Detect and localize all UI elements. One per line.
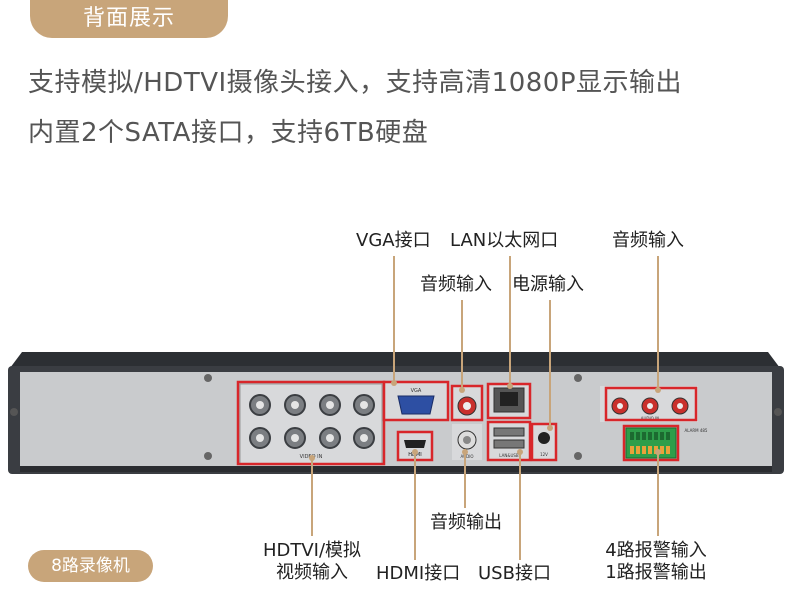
section-title-pill: 背面展示 (30, 0, 228, 38)
screw (204, 374, 212, 382)
usb-ports: LAN&USB (486, 420, 532, 462)
alarm-terminal-block: ALARM 485 (622, 424, 708, 462)
svg-text:AUDIO: AUDIO (460, 454, 473, 459)
svg-text:AUDIO IN: AUDIO IN (641, 416, 660, 421)
product-badge: 8路录像机 (28, 550, 153, 582)
callout-lan: LAN以太网口 (450, 230, 559, 251)
audio-in-rca-group: AUDIO IN (600, 386, 698, 422)
svg-text:ALARM 485: ALARM 485 (685, 428, 708, 433)
screw (574, 452, 582, 460)
screw (774, 408, 782, 416)
callout-audio-in-mid: 音频输入 (420, 274, 492, 295)
vga-port: VGA (382, 380, 450, 422)
callout-hdmi: HDMI接口 (376, 563, 461, 584)
callout-hdtvi-line2: 视频输入 (276, 562, 348, 583)
callout-audio-out: 音频输出 (430, 512, 502, 533)
screw (10, 408, 18, 416)
callout-power: 电源输入 (512, 274, 584, 295)
callout-hdtvi-line1: HDTVI/模拟 (262, 540, 362, 561)
svg-text:VGA: VGA (411, 388, 422, 394)
screw (574, 374, 582, 382)
callout-hdtvi: HDTVI/模拟 视频输入 (256, 540, 368, 584)
callout-leader-lines (309, 256, 661, 560)
callout-alarm-line2: 1路报警输出 (605, 562, 707, 583)
bnc-video-inputs: VIDEO IN (236, 380, 386, 466)
audio-out-rca: AUDIO (452, 424, 482, 460)
audio-in-rca (450, 384, 484, 422)
callout-alarm-line1: 4路报警输入 (605, 540, 707, 561)
callout-usb: USB接口 (478, 563, 551, 584)
callout-alarm: 4路报警输入 1路报警输出 (594, 540, 718, 584)
lan-port (486, 382, 532, 420)
svg-text:12V: 12V (540, 452, 548, 457)
screw (204, 452, 212, 460)
callout-audio-in-right: 音频输入 (612, 230, 684, 251)
callout-vga: VGA接口 (356, 230, 431, 251)
headline-line-1: 支持模拟/HDTVI摄像头接入，支持高清1080P显示输出 (28, 68, 683, 98)
svg-text:LAN&USB: LAN&USB (499, 453, 519, 458)
headline-line-2: 内置2个SATA接口，支持6TB硬盘 (28, 118, 429, 148)
